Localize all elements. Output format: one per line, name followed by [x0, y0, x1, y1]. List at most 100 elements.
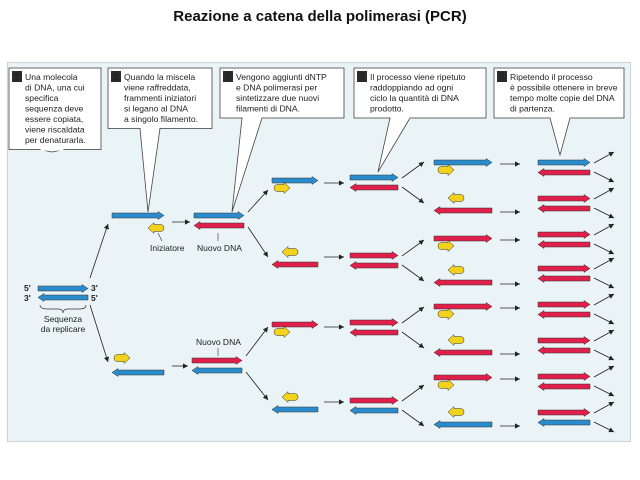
step-text-4-line-3: ciclo la quantità di DNA [370, 93, 459, 103]
stage7-duplex-7-upper [537, 372, 591, 381]
step-text-1-line-2: di DNA, una cui [25, 83, 85, 93]
stage4-strand-3 [271, 320, 319, 329]
arrow-stage7-1-up-head [608, 152, 614, 157]
step-text-5-line-1: Ripetendo il processo [510, 72, 593, 82]
stage7-duplex-3-lower [537, 240, 591, 249]
stage7-duplex-8-lower [537, 418, 591, 427]
step-box-5 [493, 67, 625, 119]
new-dna-label-bottom: Nuovo DNA [196, 337, 241, 347]
arrow-stage7-5-up-head [608, 294, 614, 299]
stage6-strand-3 [433, 234, 493, 243]
arrow-stage6-1-head [515, 161, 520, 167]
arrow-stage7-8-down-head [608, 427, 614, 433]
stage7-duplex-1-lower [537, 168, 591, 177]
sequence-brace [39, 304, 87, 314]
stage7-duplex-4-lower [537, 274, 591, 283]
callout-joint-1 [40, 148, 64, 151]
arrow-stage7-2-up-head [608, 188, 614, 193]
stage6-strand-7 [433, 373, 493, 382]
arrow-stage3-b-head [263, 251, 268, 257]
stage5-duplex-4-upper [349, 396, 399, 405]
three-prime-label-bottom: 3' [24, 293, 31, 303]
step-badge-3 [223, 71, 233, 82]
sequence-label-line-1: Sequenza [44, 314, 83, 324]
step-box-2 [107, 67, 213, 129]
stage4-strand-4 [271, 405, 319, 414]
primer-label-leader [157, 232, 163, 242]
arrow-stage5-3-up-head [418, 307, 424, 313]
stage7-duplex-2-lower [537, 204, 591, 213]
step-text-1-line-5: essere copiata, [25, 114, 83, 124]
step-badge-2 [111, 71, 121, 82]
callout-joint-2 [140, 127, 160, 130]
step-number-5: 5 [499, 72, 504, 82]
stage6-primer-1 [437, 163, 455, 177]
arrow-stage4-4-head [339, 399, 344, 405]
stage4-primer-4 [281, 390, 299, 404]
callout-pointer-5 [549, 117, 571, 157]
arrow-stage6-8-head [515, 423, 520, 429]
arrow-stage3-a-head [262, 190, 268, 196]
five-prime-label-bottom: 5' [91, 293, 98, 303]
step-text-3-line-3: sintetizzare due nuovi [236, 93, 319, 103]
step-badge-5 [497, 71, 507, 82]
stage2-top-primer [147, 221, 165, 235]
arrow-stage6-2-head [515, 209, 520, 215]
stage5-duplex-3-lower [349, 328, 399, 337]
stage6-strand-1 [433, 158, 493, 167]
arrow-stage5-2-up-head [418, 240, 424, 246]
step-badge-4 [357, 71, 367, 82]
stage3-bottom-template [191, 366, 243, 375]
arrow-stage6-6-head [515, 351, 520, 357]
stage6-primer-7 [437, 378, 455, 392]
stage5-duplex-2-lower [349, 261, 399, 270]
arrow-stage6-5-head [515, 305, 520, 311]
arrow-stage5-1-up-head [418, 162, 424, 168]
stage3-top-new [193, 221, 245, 230]
stage6-strand-8 [433, 420, 493, 429]
stage6-strand-6 [433, 348, 493, 357]
callout-pointer-4 [377, 117, 411, 173]
step-text-1-line-6: viene riscaldata [25, 125, 85, 135]
stage7-duplex-5-upper [537, 300, 591, 309]
stage7-duplex-5-lower [537, 310, 591, 319]
arrow-stage7-5-down-head [608, 319, 614, 325]
step-text-3-line-4: filamenti di DNA. [236, 104, 300, 114]
arrow-stage5-4-up-head [418, 385, 424, 391]
step-text-1-line-1: Una molecola [25, 72, 78, 82]
arrow-layer [89, 151, 615, 433]
five-prime-label-top: 5' [24, 283, 31, 293]
step-number-2: 2 [113, 72, 118, 82]
arrow-stage6-7-head [515, 376, 520, 382]
arrow-split-up-head [103, 224, 109, 230]
stage5-duplex-1-upper [349, 173, 399, 182]
arrow-stage3-d-head [262, 394, 268, 400]
stage4-primer-2 [281, 245, 299, 259]
step-text-2-line-4: si legano al DNA [124, 104, 188, 114]
arrow-stage3-c-head [262, 327, 268, 333]
step-text-4-line-1: Il processo viene ripetuto [370, 72, 466, 82]
stage3-bottom-new [191, 356, 243, 365]
initial-top-strand [37, 284, 89, 293]
arrow-stage7-2-down-head [608, 213, 614, 219]
diagram-title: Reazione a catena della polimerasi (PCR) [173, 8, 467, 25]
step-badge-1 [12, 71, 22, 82]
stage6-primer-5 [437, 307, 455, 321]
arrow-stage6-4-head [515, 281, 520, 287]
step-text-2-line-3: frammenti iniziatori [124, 93, 196, 103]
stage7-duplex-4-upper [537, 264, 591, 273]
step-text-1-line-7: per denaturarla. [25, 135, 86, 145]
step-box-3 [219, 67, 345, 119]
initial-bottom-strand [37, 293, 89, 302]
stage5-duplex-1-lower [349, 183, 399, 192]
stage6-strand-2 [433, 206, 493, 215]
arrow-stage7-3-down-head [608, 249, 614, 255]
stage7-duplex-8-upper [537, 408, 591, 417]
callout-pointer-2 [139, 128, 161, 213]
sequence-label-line-2: da replicare [41, 324, 86, 334]
stage7-duplex-2-upper [537, 194, 591, 203]
step-text-5-line-2: è possibile ottenere in breve [510, 83, 618, 93]
stage6-primer-8 [447, 405, 465, 419]
